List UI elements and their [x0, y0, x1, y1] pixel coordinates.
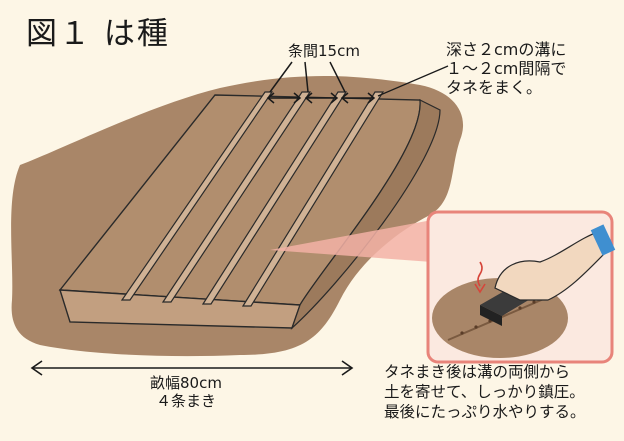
- note-leader-line: [377, 65, 449, 97]
- callout-connector: [270, 220, 432, 262]
- furrow-1: [120, 91, 274, 301]
- pressing-block-side: [480, 305, 502, 326]
- motion-mark: [477, 261, 483, 287]
- furrow-3: [201, 91, 348, 305]
- furrow-2: [161, 91, 312, 303]
- hand: [494, 231, 607, 301]
- bed-width-label: 畝幅80cm ４条まき: [150, 374, 222, 410]
- bed-width-arrow: [30, 360, 354, 376]
- furrow-4: [241, 91, 385, 307]
- row-spacing-arrows: [266, 61, 376, 104]
- motion-arrowhead: [474, 283, 486, 294]
- sleeve-cuff: [590, 224, 616, 256]
- sowing-note: 深さ２cmの溝に １～２cm間隔で タネをまく。: [446, 40, 567, 98]
- figure-title: 図１ は種: [26, 16, 170, 52]
- after-sowing-note: タネまき後は溝の両側から 土を寄せて、しっかり鎮圧。 最後にたっぷり水やりする。: [384, 363, 586, 422]
- row-spacing-label: 条間15cm: [288, 42, 360, 60]
- furrows: [120, 91, 385, 307]
